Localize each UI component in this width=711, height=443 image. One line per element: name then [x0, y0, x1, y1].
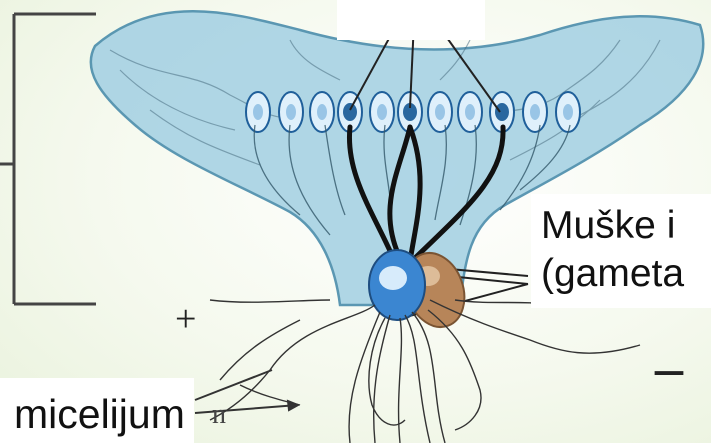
n-mark: n: [212, 400, 226, 430]
spore-nucleus: [343, 103, 357, 121]
gamete-blue-highlight: [379, 266, 407, 290]
spore-nucleus: [563, 104, 573, 120]
top-label-box: [337, 0, 485, 40]
plus-sign: +: [175, 300, 196, 338]
spore-nucleus: [377, 104, 387, 120]
gamete-label-line1: Muške i: [541, 202, 711, 250]
bracket-icon: [0, 14, 96, 304]
minus-sign: –: [655, 340, 683, 396]
gamete-label-line2: (gameta: [541, 250, 711, 298]
mycelium-arrows: [195, 370, 298, 413]
spore-nucleus: [286, 104, 296, 120]
spore-nucleus: [530, 104, 540, 120]
mycelium-label: micelijum: [0, 378, 194, 443]
gamete-label: Muške i (gameta: [531, 194, 711, 308]
spore-row: [246, 92, 580, 132]
spore-nucleus: [317, 104, 327, 120]
spore-nucleus: [495, 103, 509, 121]
spore-nucleus: [435, 104, 445, 120]
spore-nucleus: [253, 104, 263, 120]
spore-nucleus: [465, 104, 475, 120]
